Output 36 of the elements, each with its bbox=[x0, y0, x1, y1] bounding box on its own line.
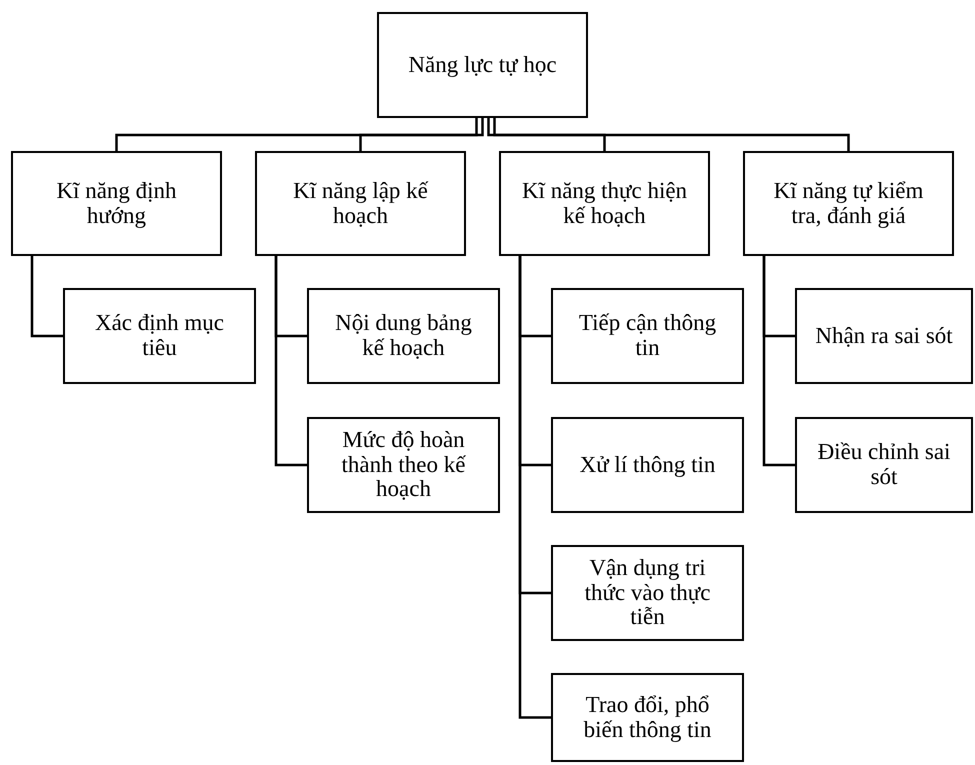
connector-line bbox=[274, 256, 307, 466]
connector-line bbox=[487, 118, 606, 151]
node-label: Nội dung bảng kế hoạch bbox=[334, 311, 473, 361]
connector-line bbox=[115, 118, 478, 151]
connector-line bbox=[30, 256, 63, 338]
connector-line bbox=[762, 256, 795, 466]
concept-box bbox=[499, 151, 710, 256]
concept-box bbox=[743, 151, 954, 256]
concept-box bbox=[255, 151, 466, 256]
concept-box bbox=[551, 673, 744, 762]
node-label: Xác định mục tiêu bbox=[94, 311, 225, 361]
connector-line bbox=[518, 256, 551, 719]
connector-line bbox=[359, 118, 484, 151]
concept-box bbox=[795, 417, 973, 513]
concept-box bbox=[551, 545, 744, 641]
concept-box bbox=[63, 288, 256, 384]
concept-box bbox=[377, 12, 588, 118]
node-label: Trao đổi, phổ biến thông tin bbox=[582, 692, 712, 742]
node-label: Xử lí thông tin bbox=[580, 452, 716, 478]
node-label: Kĩ năng thực hiện kế hoạch bbox=[520, 178, 688, 228]
node-label: Mức độ hoàn thành theo kế hoạch bbox=[340, 428, 467, 502]
concept-box bbox=[11, 151, 222, 256]
connector-line bbox=[493, 118, 850, 151]
node-label: Kĩ năng tự kiểm tra, đánh giá bbox=[772, 178, 924, 228]
node-label: Điều chỉnh sai sót bbox=[816, 440, 952, 490]
concept-box bbox=[795, 288, 973, 384]
node-label: Vận dụng tri thức vào thực tiễn bbox=[584, 556, 712, 630]
concept-box bbox=[551, 288, 744, 384]
concept-box bbox=[307, 288, 500, 384]
node-label: Kĩ năng định hướng bbox=[55, 178, 178, 228]
concept-box bbox=[307, 417, 500, 513]
node-label: Kĩ năng lập kế hoạch bbox=[292, 178, 430, 228]
node-label: Nhận ra sai sót bbox=[815, 324, 953, 348]
concept-box bbox=[551, 417, 744, 513]
node-label: Năng lực tự học bbox=[408, 52, 557, 78]
node-label: Tiếp cận thông tin bbox=[578, 311, 718, 361]
